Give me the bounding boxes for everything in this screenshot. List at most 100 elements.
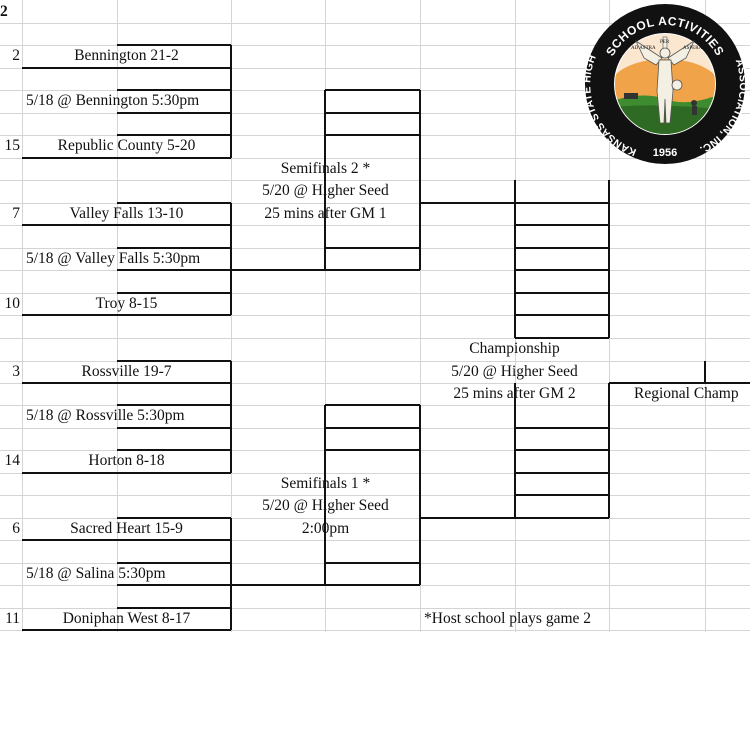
regional-champ-label: Regional Champ bbox=[634, 385, 739, 402]
grid-row-line bbox=[0, 338, 750, 339]
logo-winged-figure bbox=[635, 36, 695, 124]
team-name: Troy 8-15 bbox=[95, 295, 158, 312]
grid-row-line bbox=[0, 293, 750, 294]
bracket-line bbox=[515, 494, 609, 496]
logo-motto-right: ASPERA bbox=[683, 46, 703, 51]
grid-column-line bbox=[231, 0, 232, 632]
seed-number: 15 bbox=[4, 137, 21, 154]
grid-row-line bbox=[0, 540, 750, 541]
game-info: 5/18 @ Salina 5:30pm bbox=[26, 565, 166, 582]
game-info: 5/18 @ Valley Falls 5:30pm bbox=[26, 250, 201, 267]
bracket-line bbox=[515, 269, 609, 271]
bracket-line bbox=[325, 89, 420, 91]
bracket-line bbox=[117, 427, 231, 429]
bracket-line bbox=[325, 404, 420, 406]
team-name: Sacred Heart 15-9 bbox=[70, 520, 183, 537]
grid-row-line bbox=[0, 45, 750, 46]
bracket-line bbox=[325, 247, 420, 249]
bracket-line bbox=[117, 112, 231, 114]
bracket-line bbox=[609, 382, 750, 384]
bracket-line bbox=[230, 45, 232, 158]
logo-motto-mid: PER bbox=[660, 40, 670, 45]
semifinal-2-time: 25 mins after GM 1 bbox=[264, 205, 387, 222]
grid-row-line bbox=[0, 518, 750, 519]
bracket-line bbox=[117, 517, 231, 519]
bracket-line bbox=[515, 449, 609, 451]
bracket-line bbox=[22, 539, 231, 541]
game-info: 5/18 @ Bennington 5:30pm bbox=[26, 92, 200, 109]
bracket-line bbox=[324, 90, 326, 270]
bracket-line bbox=[420, 517, 609, 519]
seed-number: 11 bbox=[5, 610, 20, 627]
semifinal-2-date: 5/20 @ Higher Seed bbox=[262, 182, 389, 199]
bracket-line bbox=[324, 405, 326, 585]
bracket-line bbox=[117, 44, 231, 46]
bracket-line bbox=[230, 518, 232, 630]
grid-row-line bbox=[0, 495, 750, 496]
grid-row-line bbox=[0, 158, 750, 159]
bracket-line bbox=[22, 157, 231, 159]
bracket-line bbox=[230, 361, 232, 473]
bracket-line bbox=[117, 292, 231, 294]
bracket-line bbox=[117, 404, 231, 406]
grid-column-line bbox=[117, 0, 118, 632]
team-name: Republic County 5-20 bbox=[57, 137, 196, 154]
bracket-line bbox=[515, 337, 609, 339]
bracket-line bbox=[117, 202, 231, 204]
bracket-line bbox=[515, 224, 609, 226]
semifinal-1-title: Semifinals 1 * bbox=[280, 475, 371, 492]
bracket-line bbox=[515, 292, 609, 294]
bracket-line bbox=[231, 584, 420, 586]
game-info: 5/18 @ Rossville 5:30pm bbox=[26, 407, 185, 424]
bracket-line bbox=[117, 247, 231, 249]
logo-year: 1956 bbox=[653, 147, 677, 159]
bracket-line bbox=[704, 361, 706, 383]
grid-column-line bbox=[22, 0, 23, 632]
seed-number: 10 bbox=[4, 295, 21, 312]
team-name: Bennington 21-2 bbox=[74, 47, 179, 64]
bracket-line bbox=[117, 584, 231, 586]
bracket-line bbox=[230, 203, 232, 315]
grid-row-line bbox=[0, 473, 750, 474]
bracket-line bbox=[419, 90, 421, 270]
bracket-line bbox=[515, 427, 609, 429]
grid-row-line bbox=[0, 361, 750, 362]
host-footnote: *Host school plays game 2 bbox=[424, 610, 592, 627]
bracket-line bbox=[515, 472, 609, 474]
bracket-line bbox=[22, 472, 231, 474]
bracket-line bbox=[608, 180, 610, 338]
grid-row-line bbox=[0, 383, 750, 384]
grid-row-line bbox=[0, 23, 750, 24]
bracket-line bbox=[22, 67, 231, 69]
seed-number: 7 bbox=[12, 205, 20, 222]
bracket-line bbox=[419, 405, 421, 585]
bracket-line bbox=[325, 449, 420, 451]
team-name: Valley Falls 13-10 bbox=[69, 205, 184, 222]
grid-row-line bbox=[0, 180, 750, 181]
grid-column-line bbox=[325, 0, 326, 632]
seed-number: 6 bbox=[12, 520, 20, 537]
bracket-line bbox=[117, 269, 231, 271]
grid-row-line bbox=[0, 608, 750, 609]
bracket-line bbox=[325, 134, 420, 136]
bracket-line bbox=[117, 449, 231, 451]
bracket-line bbox=[325, 112, 420, 114]
bracket-line bbox=[514, 180, 516, 338]
team-name: Horton 8-18 bbox=[88, 452, 165, 469]
bracket-line bbox=[515, 314, 609, 316]
grid-row-line bbox=[0, 225, 750, 226]
bracket-line bbox=[117, 562, 231, 564]
championship-time: 25 mins after GM 2 bbox=[453, 385, 576, 402]
bracket-line bbox=[22, 382, 231, 384]
bracket-line bbox=[515, 247, 609, 249]
bracket-line bbox=[117, 89, 231, 91]
grid-row-line bbox=[0, 203, 750, 204]
bracket-line bbox=[22, 314, 231, 316]
championship-title: Championship bbox=[469, 340, 560, 357]
seed-number: 14 bbox=[4, 452, 21, 469]
bracket-spreadsheet: 2 2 15 7 10 3 14 6 11 Bennington 21-2 Re… bbox=[0, 0, 750, 632]
seed-number: 3 bbox=[12, 363, 20, 380]
grid-row-line bbox=[0, 68, 750, 69]
team-name: Rossville 19-7 bbox=[81, 363, 172, 380]
grid-column-line bbox=[420, 0, 421, 632]
